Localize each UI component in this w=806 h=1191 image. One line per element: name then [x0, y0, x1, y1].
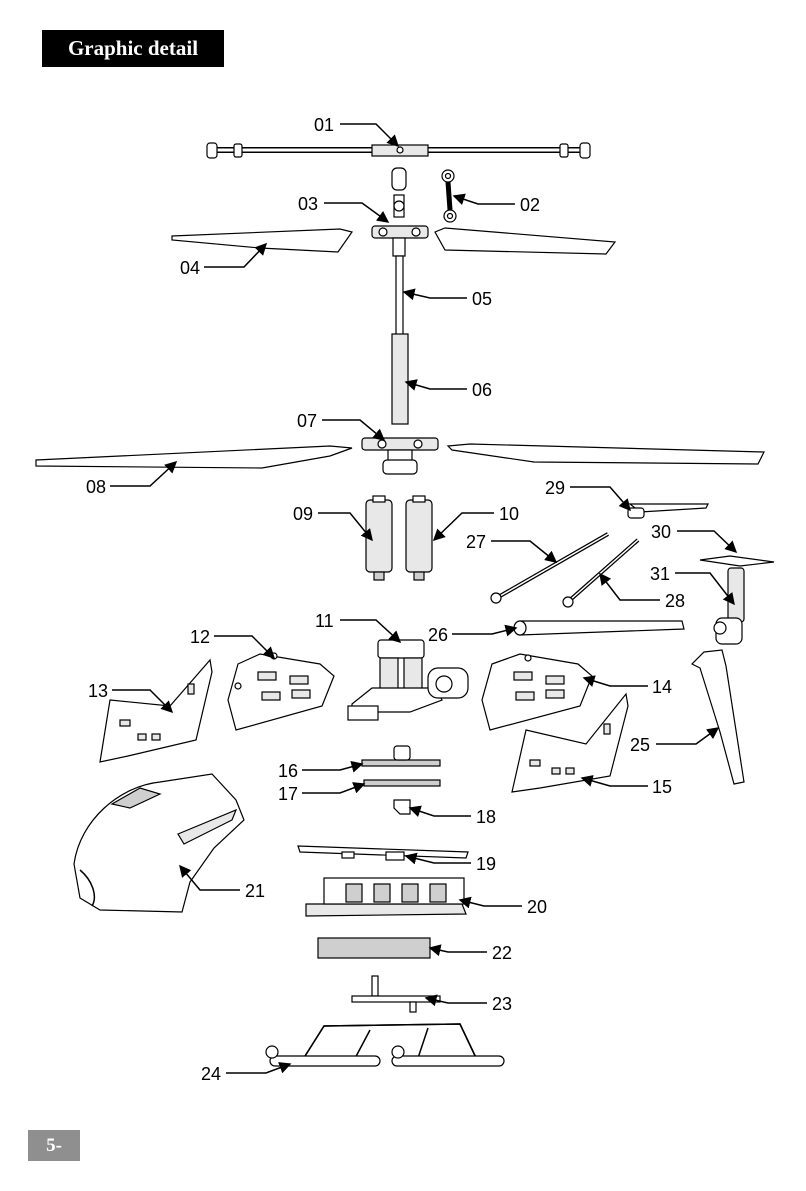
callout-05: 05 [472, 289, 492, 309]
part-21-canopy [73, 773, 245, 913]
part-04-upper-blades [171, 227, 617, 255]
part-17-gear [363, 779, 441, 787]
part-02-link [441, 169, 457, 223]
part-27-tail-support [490, 532, 609, 604]
callout-18: 18 [476, 807, 496, 827]
callout-21: 21 [245, 881, 265, 901]
part-14-side-plate-right [481, 653, 593, 731]
part-22-battery [317, 937, 431, 959]
callout-22: 22 [492, 943, 512, 963]
callout-28: 28 [665, 591, 685, 611]
part-18-bracket [393, 799, 411, 815]
part-03-rotor-head [371, 167, 429, 257]
callout-15: 15 [652, 777, 672, 797]
callout-19: 19 [476, 854, 496, 874]
callout-14: 14 [652, 677, 672, 697]
callout-17: 17 [278, 784, 298, 804]
callout-11: 11 [315, 611, 334, 631]
callout-06: 06 [472, 380, 492, 400]
callout-13: 13 [88, 681, 108, 701]
part-30-tail-rotor [699, 555, 775, 567]
part-20-chassis [305, 877, 467, 917]
callout-09: 09 [293, 504, 313, 524]
part-19-plate [297, 845, 469, 861]
section-title: Graphic detail [42, 30, 224, 67]
part-05-shaft [395, 255, 404, 337]
callout-02: 02 [520, 195, 540, 215]
callout-29: 29 [545, 478, 565, 498]
part-07-lower-rotor-head [361, 437, 439, 475]
part-26-tail-boom [513, 620, 685, 636]
callout-03: 03 [298, 194, 318, 214]
part-31-tail-motor [713, 567, 745, 645]
callout-labels: 01 02 03 04 05 06 07 08 09 10 11 12 13 1… [86, 115, 685, 1084]
callout-25: 25 [630, 735, 650, 755]
part-25-tail-fin [690, 649, 745, 785]
callout-26: 26 [428, 625, 448, 645]
part-13-frame-left [99, 658, 213, 763]
callout-20: 20 [527, 897, 547, 917]
leader-lines [110, 123, 738, 1074]
part-11-main-frame [347, 639, 469, 721]
callout-07: 07 [297, 411, 317, 431]
part-23-base [351, 975, 441, 1013]
callout-23: 23 [492, 994, 512, 1014]
part-06-outer-shaft [391, 333, 409, 425]
callout-08: 08 [86, 477, 106, 497]
part-12-side-plate-left [227, 652, 335, 731]
callout-24: 24 [201, 1064, 221, 1084]
callout-12: 12 [190, 627, 210, 647]
callout-30: 30 [651, 522, 671, 542]
part-16-gear [361, 745, 441, 767]
part-01-flybar [206, 142, 591, 159]
part-08-lower-blades [35, 443, 765, 469]
part-28-tail-support [562, 538, 640, 608]
callout-16: 16 [278, 761, 298, 781]
page-number: 5- [28, 1130, 80, 1161]
callout-27: 27 [466, 532, 486, 552]
callout-04: 04 [180, 258, 200, 278]
callout-01: 01 [314, 115, 334, 135]
part-15-frame-right [511, 692, 629, 793]
part-10-motor [405, 495, 433, 581]
part-29-stabilizer [627, 503, 709, 519]
callout-31: 31 [650, 564, 670, 584]
part-24-landing-skid [265, 1023, 505, 1067]
callout-10: 10 [499, 504, 519, 524]
